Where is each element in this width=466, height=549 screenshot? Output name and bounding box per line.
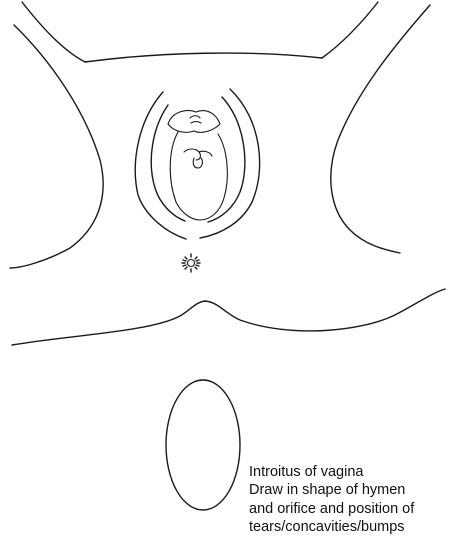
labia-majora-left [135, 92, 186, 239]
vulva-inner-outline [170, 132, 227, 220]
caption-line-2: Draw in shape of hymen [249, 481, 464, 499]
upper-body-curve-right [322, 2, 378, 58]
buttock-line-left [12, 301, 205, 345]
clitoris-mark-2 [191, 122, 201, 124]
clitoris-mark-1 [190, 116, 200, 118]
caption-line-1: Introitus of vagina [249, 463, 464, 481]
buttock-line-right [205, 289, 445, 331]
caption-line-4: tears/concavities/bumps [249, 518, 464, 536]
caption-line-3: and orifice and position of [249, 500, 464, 518]
urethral-opening [184, 149, 212, 160]
anus-radial-folds [182, 254, 200, 272]
waist-line [85, 53, 322, 62]
caption: Introitus of vagina Draw in shape of hym… [249, 463, 464, 536]
anus [188, 260, 195, 267]
introitus-blank-ellipse[interactable] [166, 380, 240, 510]
upper-body-curve [22, 2, 85, 62]
thigh-outline-right [331, 5, 430, 253]
